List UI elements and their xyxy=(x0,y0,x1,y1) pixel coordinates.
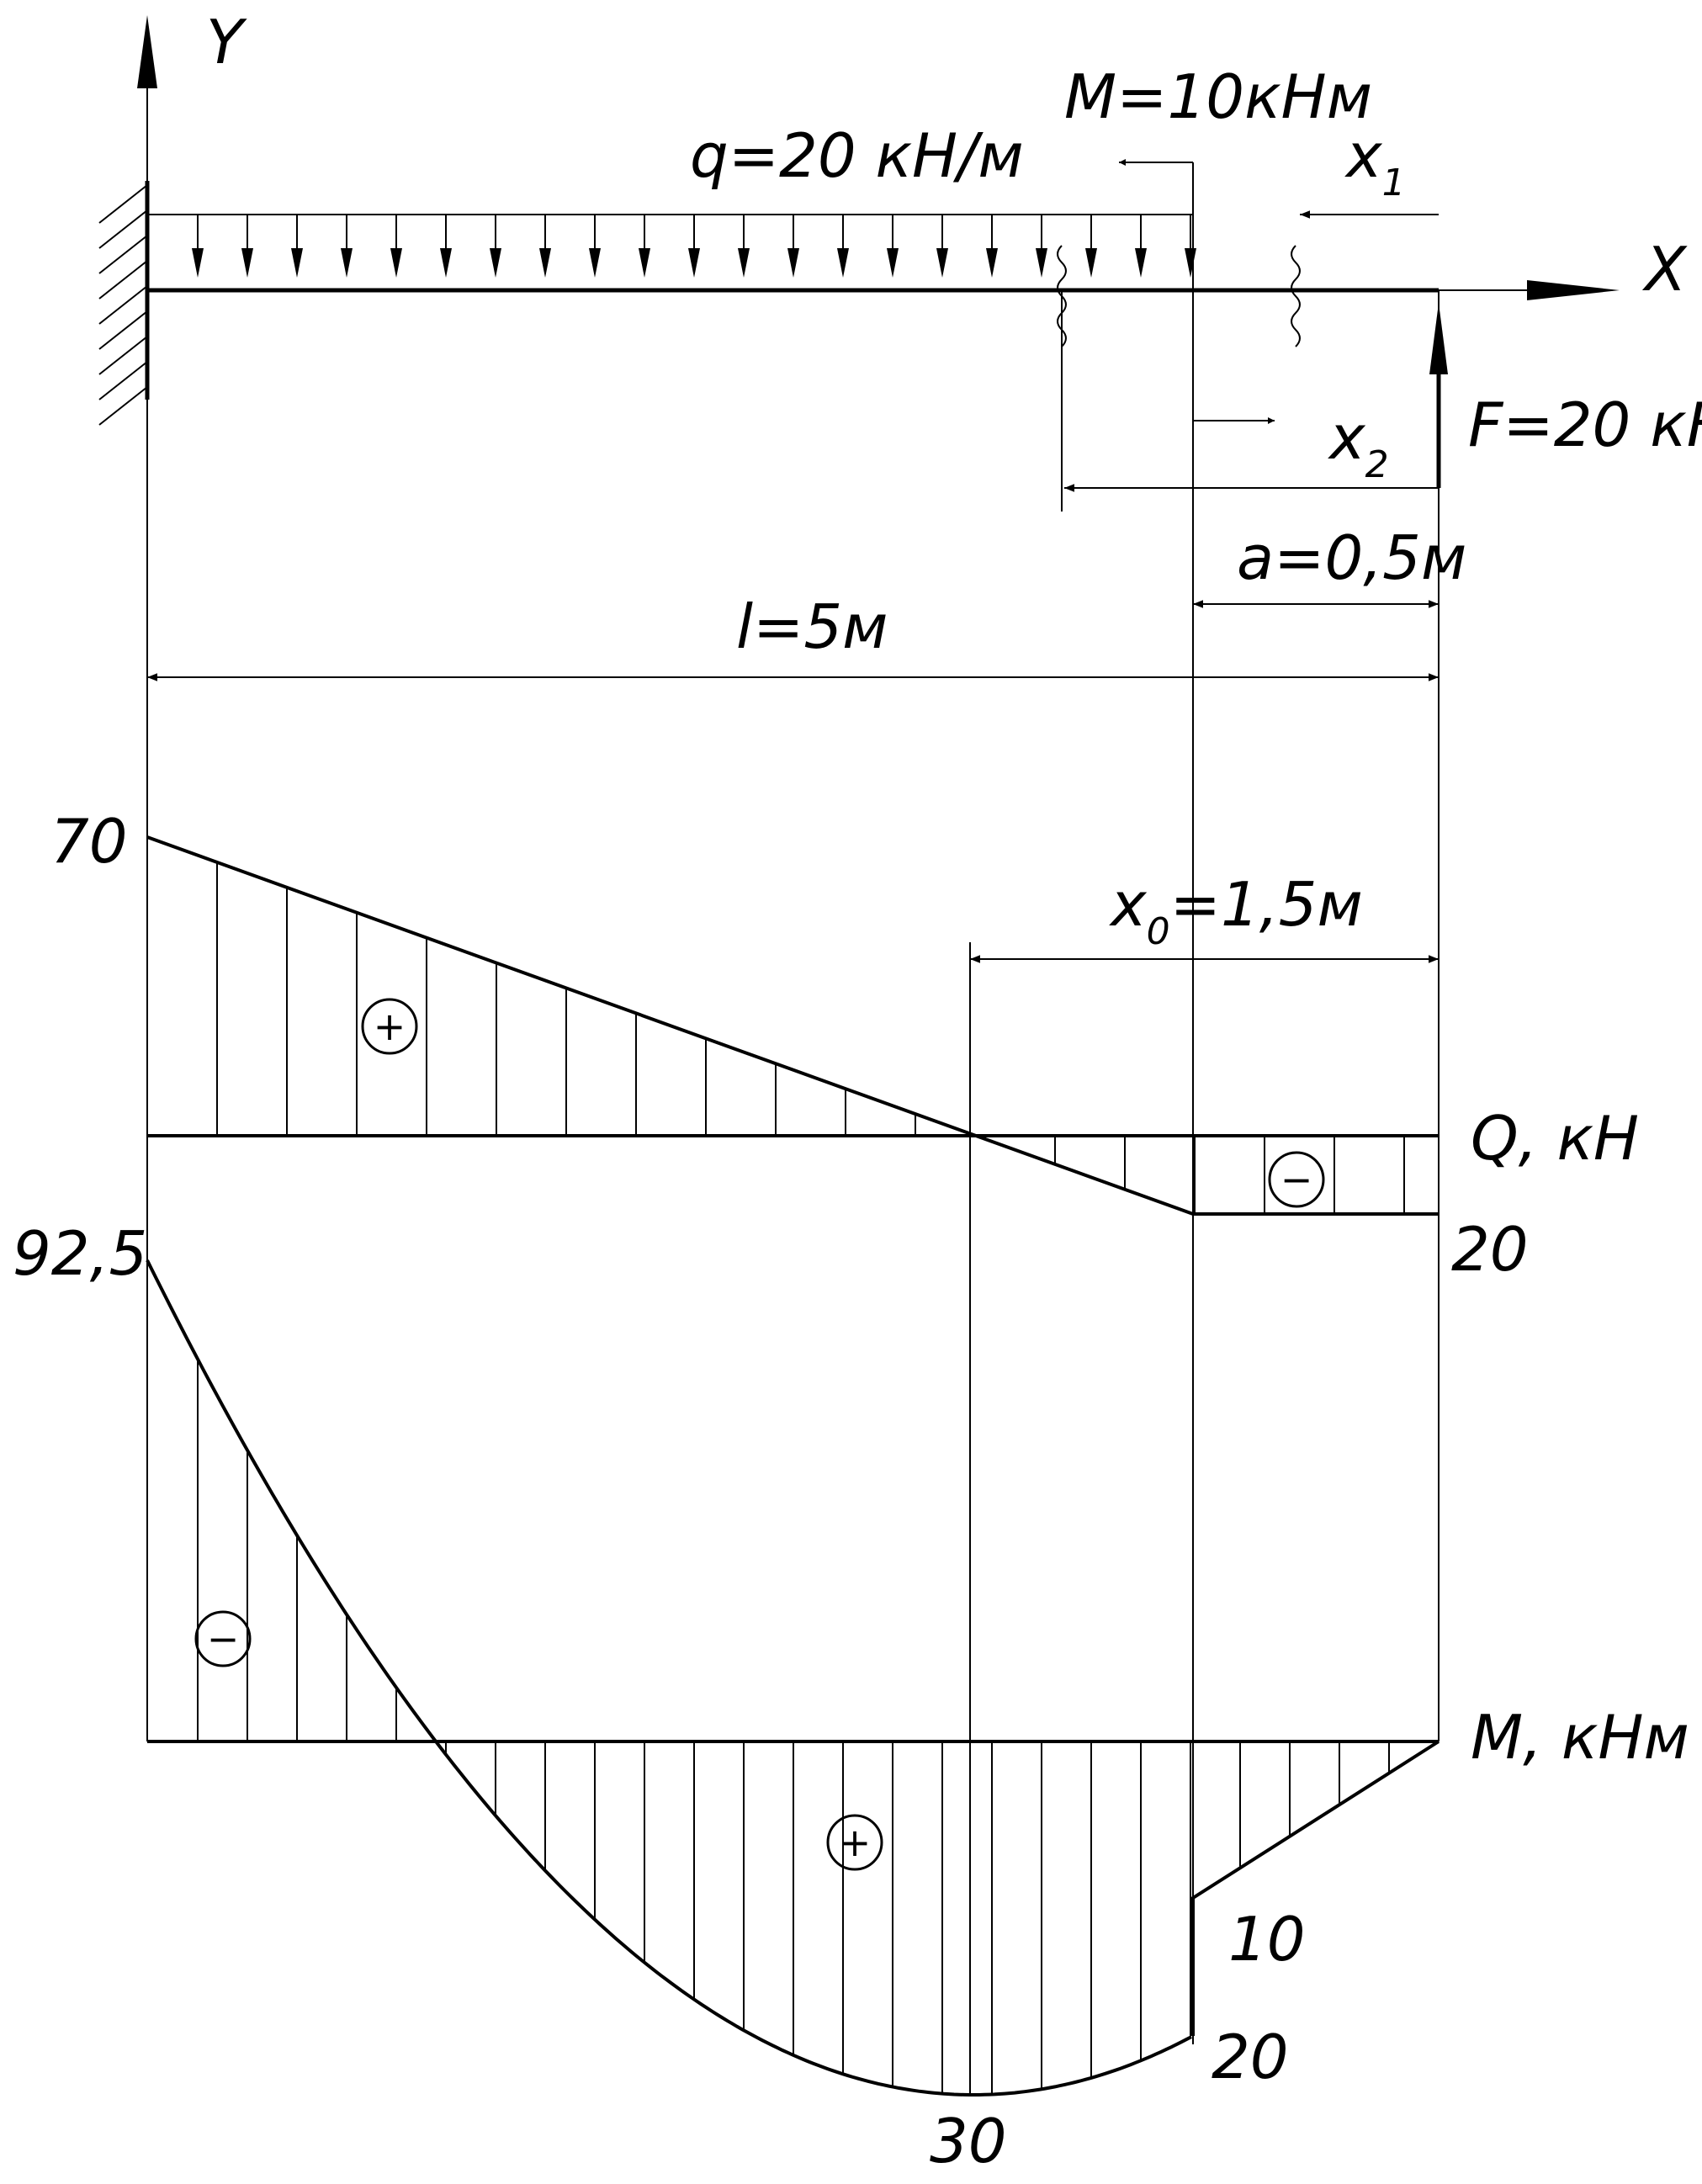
load-arrowhead xyxy=(390,248,402,278)
moment-right-segment xyxy=(1191,1740,1440,2036)
moment-load xyxy=(1119,159,1194,290)
moment-jump-bottom-value: 20 xyxy=(1212,2022,1289,2092)
svg-text:−: − xyxy=(1280,1157,1313,1202)
shear-curve xyxy=(146,835,1439,1216)
load-arrowhead xyxy=(341,248,353,278)
moment-axis-label: M, кНм xyxy=(1471,1702,1689,1773)
moment-positive-sign: + xyxy=(826,1814,883,1871)
moment-curve xyxy=(146,1259,1192,2097)
load-arrowhead xyxy=(639,248,650,278)
load-arrowhead xyxy=(887,248,899,278)
load-arrowhead xyxy=(738,248,750,278)
dimension-l-label: l=5м xyxy=(736,591,888,662)
load-arrowhead xyxy=(1036,248,1047,278)
svg-text:+: + xyxy=(374,1004,406,1049)
load-arrowhead xyxy=(291,248,303,278)
load-arrowhead xyxy=(688,248,700,278)
load-arrowhead xyxy=(837,248,849,278)
support-hatch-line xyxy=(98,361,148,400)
load-arrowhead xyxy=(241,248,253,278)
load-arrowhead xyxy=(986,248,998,278)
distributed-load xyxy=(147,214,1196,278)
moment-max-value: 30 xyxy=(930,2106,1007,2176)
support-hatch-line xyxy=(98,209,148,249)
x-axis-label: X xyxy=(1641,234,1688,305)
support-hatch-line xyxy=(98,184,148,224)
load-arrowhead xyxy=(1085,248,1097,278)
dimension-a-label: a=0,5м xyxy=(1237,522,1466,593)
load-arrowhead xyxy=(192,248,204,278)
load-arrowhead xyxy=(1135,248,1147,278)
x2-label: x2 xyxy=(1328,402,1389,486)
moment-diagram xyxy=(146,1259,1440,2097)
x-axis xyxy=(1439,280,1620,300)
support-hatch-line xyxy=(98,310,148,350)
load-arrowhead xyxy=(440,248,452,278)
shear-positive-sign: + xyxy=(361,998,418,1055)
load-arrowhead xyxy=(490,248,501,278)
force-label: F=20 кН xyxy=(1468,390,1702,460)
svg-text:+: + xyxy=(839,1820,872,1865)
support-hatch-line xyxy=(98,260,148,300)
shear-axis-label: Q, кН xyxy=(1471,1103,1639,1174)
moment-jump-top-value: 10 xyxy=(1228,1904,1306,1975)
moment-left-value: 92,5 xyxy=(13,1218,147,1289)
x2-coordinate xyxy=(1061,290,1439,512)
shear-diagram xyxy=(146,835,1439,1216)
dimension-x0-label: x0=1,5м xyxy=(1109,869,1363,953)
moment-negative-sign: − xyxy=(194,1610,252,1667)
y-axis-label: Y xyxy=(206,7,247,77)
load-arrowhead xyxy=(936,248,948,278)
load-arrowhead xyxy=(589,248,601,278)
support-hatch-line xyxy=(98,235,148,274)
moment-load-label: M=10кНм xyxy=(1064,61,1372,132)
load-arrowhead xyxy=(787,248,799,278)
x1-label: x1 xyxy=(1344,120,1406,204)
support-hatch-line xyxy=(98,336,148,375)
svg-text:−: − xyxy=(207,1616,240,1662)
shear-negative-sign: − xyxy=(1268,1151,1325,1208)
support-hatch-line xyxy=(98,285,148,325)
shear-right-value: 20 xyxy=(1451,1214,1529,1285)
support-hatch-line xyxy=(98,386,148,426)
load-arrowhead xyxy=(1185,248,1196,278)
section-cut-1 xyxy=(1291,245,1301,347)
shear-left-value: 70 xyxy=(50,806,128,877)
load-arrowhead xyxy=(539,248,551,278)
distributed-load-label: q=20 кН/м xyxy=(690,120,1024,191)
fixed-support xyxy=(98,181,150,426)
